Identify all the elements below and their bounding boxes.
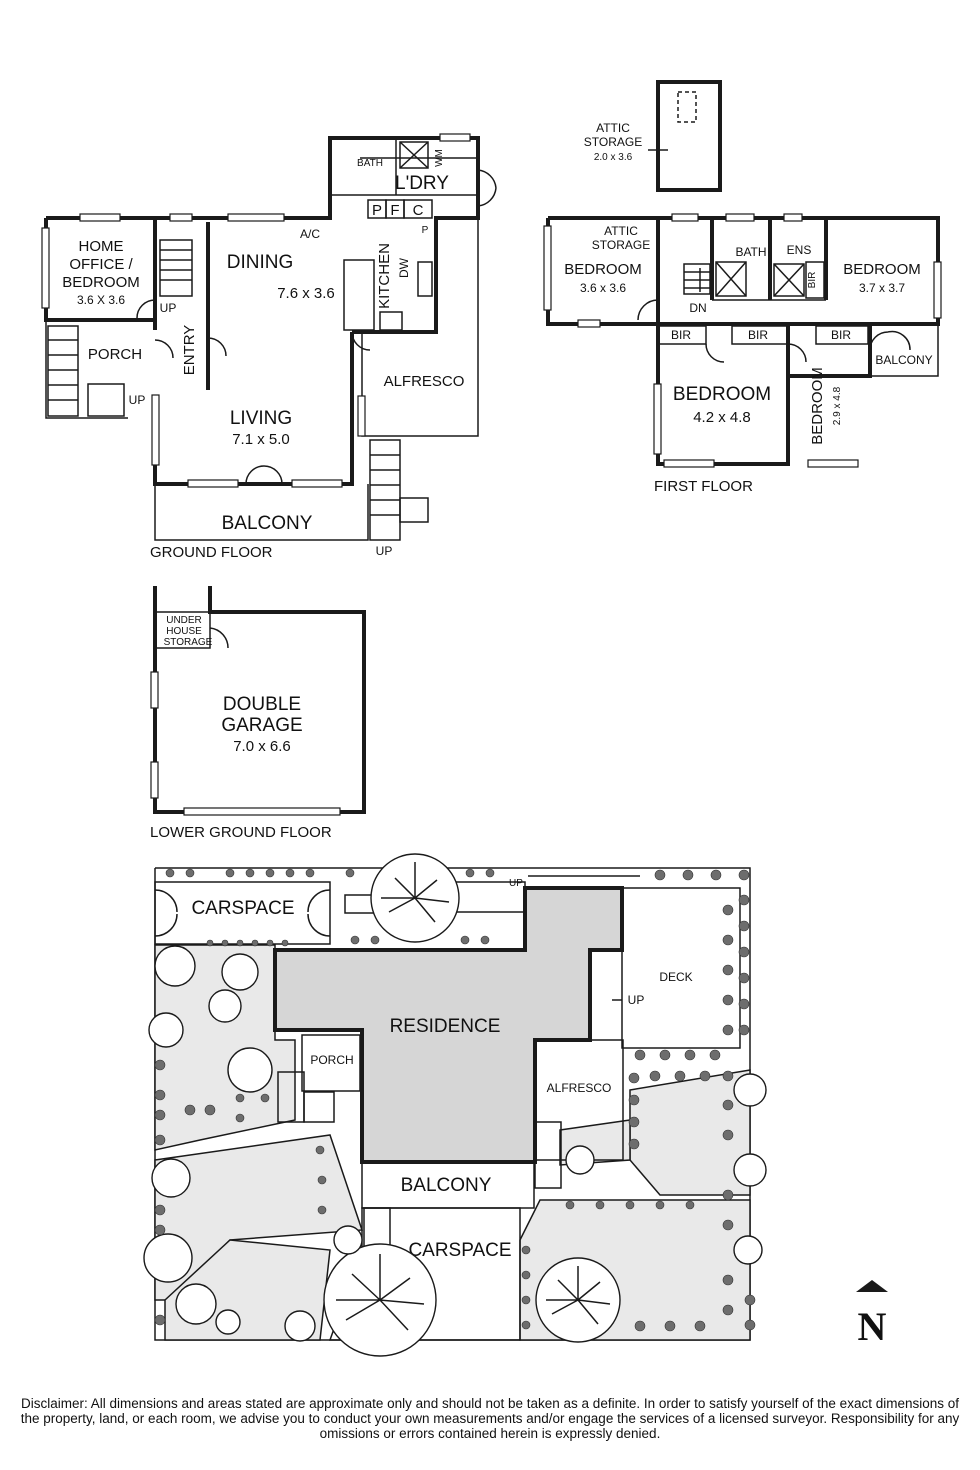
under-storage-label-3: STORAGE <box>164 637 213 648</box>
living-size: 7.1 x 5.0 <box>232 431 290 448</box>
attic-top-label: ATTIC <box>596 121 630 135</box>
site-plan: CARSPACE RESIDENCE PORCH DECK UP UP ALFR… <box>143 853 888 1357</box>
first-bath-label: BATH <box>735 245 766 259</box>
ac-label: A/C <box>300 227 320 241</box>
carspace-top-label: CARSPACE <box>191 898 294 919</box>
svg-text:3.6 X 3.6: 3.6 X 3.6 <box>77 293 125 307</box>
ground-floor-plan: HOME OFFICE / BEDROOM 3.6 X 3.6 DINING 7… <box>41 133 497 561</box>
ground-porch-label: PORCH <box>88 346 142 363</box>
deck-label: DECK <box>659 970 692 984</box>
ground-balcony-label: BALCONY <box>222 513 313 534</box>
disclaimer-text: Disclaimer: All dimensions and areas sta… <box>20 1396 960 1441</box>
ground-bath-label: BATH <box>357 158 383 169</box>
entry-label: ENTRY <box>181 325 198 376</box>
svg-text:BEDROOM: BEDROOM <box>62 274 140 291</box>
ens-bir-label: BIR <box>807 272 818 289</box>
bedroom-small-size: 2.9 x 4.8 <box>832 386 843 425</box>
bedroom-main-size: 4.2 x 4.8 <box>693 409 751 426</box>
hedge-dots <box>154 868 756 1332</box>
bedroom-left-size: 3.6 x 3.6 <box>580 281 626 295</box>
attic-top-label-2: STORAGE <box>584 135 642 149</box>
dw-label: DW <box>397 257 411 278</box>
bir-label-1: BIR <box>671 328 691 342</box>
north-arrow: N <box>856 1280 888 1349</box>
laundry-label: L'DRY <box>395 173 449 194</box>
stairs <box>47 239 429 541</box>
dn-label: DN <box>689 301 706 315</box>
lower-ground-caption: LOWER GROUND FLOOR <box>150 824 332 841</box>
deck-up-label: UP <box>628 993 645 1007</box>
svg-text:N: N <box>858 1304 887 1349</box>
site-top-up-label: UP <box>509 878 523 889</box>
ens-label: ENS <box>787 243 812 257</box>
under-storage-label-2: HOUSE <box>166 626 202 637</box>
large-trees <box>323 853 621 1357</box>
bir-label-2: BIR <box>748 328 768 342</box>
svg-text:HOME: HOME <box>79 238 124 255</box>
garage-label-2: GARAGE <box>221 715 302 736</box>
site-balcony-label: BALCONY <box>401 1175 492 1196</box>
site-porch-label: PORCH <box>310 1053 353 1067</box>
wm-label: WM <box>434 149 445 167</box>
site-alfresco-label: ALFRESCO <box>547 1081 612 1095</box>
first-balcony-label: BALCONY <box>875 353 932 367</box>
stairs-up-label: UP <box>376 544 393 558</box>
kitchen-p-label: P <box>422 225 429 236</box>
ground-floor-caption: GROUND FLOOR <box>150 544 273 561</box>
dining-size: 7.6 x 3.6 <box>277 285 335 302</box>
alfresco-label: ALFRESCO <box>384 373 465 390</box>
entry-up-label: UP <box>160 301 177 315</box>
bedroom-right-size: 3.7 x 3.7 <box>859 281 905 295</box>
living-label: LIVING <box>230 408 292 429</box>
lower-ground-plan: UNDER HOUSE STORAGE DOUBLE GARAGE 7.0 x … <box>150 586 366 841</box>
fridge-label: F <box>390 202 399 219</box>
bedroom-left-label: BEDROOM <box>564 261 642 278</box>
residence-label: RESIDENCE <box>390 1016 501 1037</box>
first-floor-plan: ATTIC STORAGE 2.0 x 3.6 <box>543 80 942 495</box>
carspace-bottom-label: CARSPACE <box>408 1240 511 1261</box>
attic-side-label-2: STORAGE <box>592 238 650 252</box>
bedroom-small-label: BEDROOM <box>809 367 826 445</box>
dining-label: DINING <box>227 252 294 273</box>
kitchen-label: KITCHEN <box>376 243 393 309</box>
bedroom-right-label: BEDROOM <box>843 261 921 278</box>
under-storage-label-1: UNDER <box>166 615 202 626</box>
bedroom-main-label: BEDROOM <box>673 384 771 405</box>
cupboard-label: C <box>413 202 424 219</box>
medium-trees <box>143 945 767 1342</box>
attic-top-size: 2.0 x 3.6 <box>594 152 633 163</box>
home-office-label: HOME OFFICE / BEDROOM 3.6 X 3.6 <box>62 238 140 307</box>
pantry-label: P <box>372 202 382 219</box>
svg-text:OFFICE /: OFFICE / <box>69 256 133 273</box>
first-floor-caption: FIRST FLOOR <box>654 478 753 495</box>
garage-size: 7.0 x 6.6 <box>233 738 291 755</box>
bir-label-3: BIR <box>831 328 851 342</box>
attic-side-label: ATTIC <box>604 224 638 238</box>
porch-up-label: UP <box>129 393 146 407</box>
garage-label-1: DOUBLE <box>223 694 301 715</box>
